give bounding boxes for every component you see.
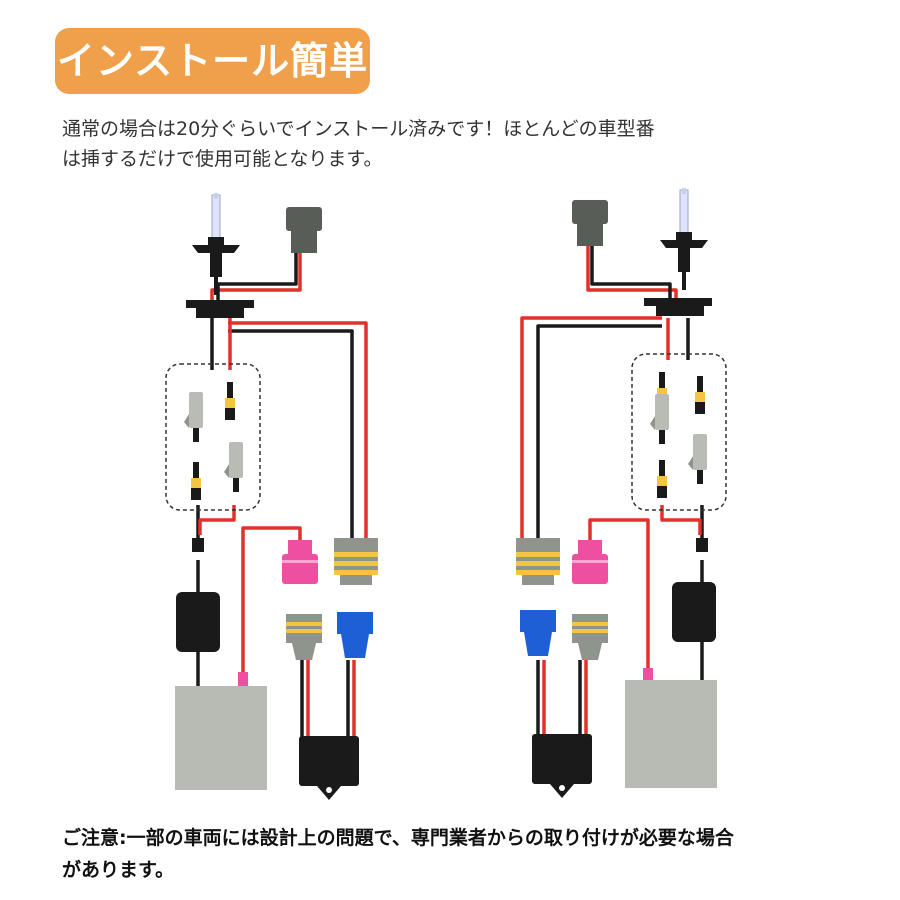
caution-note: ご注意:一部の車両には設計上の問題で、専門業者からの取り付けが必要な場合 があり… — [62, 822, 862, 886]
right-wiring-assembly — [516, 187, 727, 798]
page-title: インストール簡単 — [55, 28, 370, 94]
relay-box-icon — [299, 736, 359, 800]
spade-terminal-icon — [688, 434, 707, 484]
igniter-module-icon — [672, 582, 716, 642]
ballast-box-icon — [625, 680, 717, 788]
relay-box-icon — [532, 734, 592, 798]
spade-terminal-icon — [650, 394, 669, 444]
plug-connector-icon — [520, 610, 556, 656]
caution-line-2: があります。 — [62, 859, 175, 881]
intro-text: 通常の場合は20分ぐらいでインストール済みです！ほとんどの車型番 は挿するだけで… — [62, 114, 842, 174]
plug-connector-icon — [337, 612, 373, 658]
intro-line-1: 通常の場合は20分ぐらいでインストール済みです！ほとんどの車型番 — [62, 118, 655, 140]
caution-line-1: ご注意:一部の車両には設計上の問題で、専門業者からの取り付けが必要な場合 — [62, 827, 734, 849]
igniter-module-icon — [176, 592, 220, 652]
intro-line-2: は挿するだけで使用可能となります。 — [62, 148, 383, 170]
plug-connector-icon — [572, 200, 608, 246]
plug-connector-icon — [334, 538, 378, 585]
plug-connector-icon — [572, 614, 608, 660]
spade-terminal-icon — [225, 382, 235, 420]
left-wiring-assembly — [165, 192, 378, 800]
spade-terminal-icon — [695, 376, 705, 414]
plug-connector-icon — [286, 207, 322, 253]
hid-bulb-icon — [659, 187, 709, 291]
spade-terminal-icon — [191, 462, 201, 500]
spade-terminal-icon — [657, 460, 667, 498]
ballast-box-icon — [175, 686, 267, 790]
plug-connector-icon — [282, 540, 318, 584]
spade-terminal-icon — [184, 392, 203, 442]
spade-terminal-icon — [224, 442, 243, 492]
plug-connector-icon — [286, 614, 322, 660]
plug-connector-icon — [516, 538, 560, 585]
plug-connector-icon — [572, 540, 608, 584]
hid-bulb-icon — [191, 192, 241, 296]
